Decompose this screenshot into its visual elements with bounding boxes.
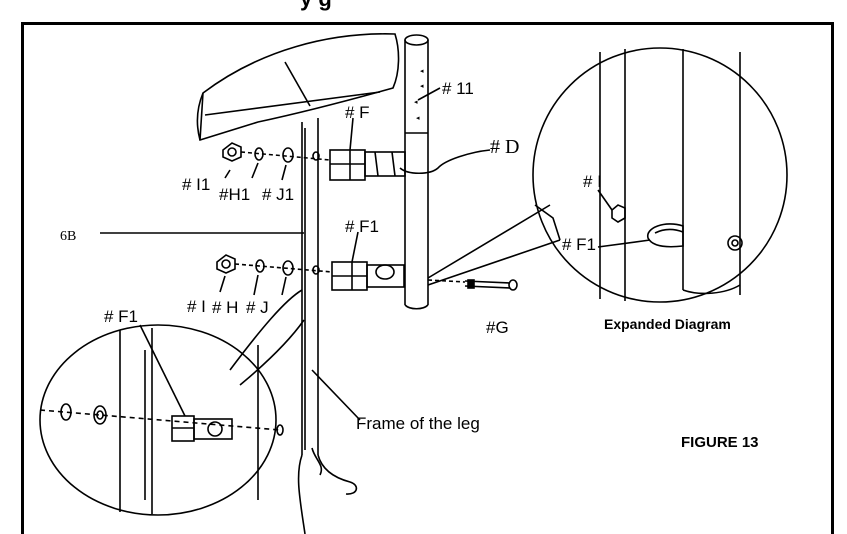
label-f1: # F1 <box>345 217 379 236</box>
svg-text:◂: ◂ <box>420 83 424 90</box>
lower-hardware <box>216 254 333 276</box>
bolt-g <box>427 279 518 291</box>
label-6b: 6B <box>60 229 76 244</box>
leg-frame <box>297 118 358 534</box>
label-f1-inset: # F1 <box>104 307 138 326</box>
upper-hardware <box>222 142 331 163</box>
clamp-f1 <box>331 261 405 291</box>
label-f: # F <box>345 103 370 122</box>
expanded-diagram-caption: Expanded Diagram <box>604 316 731 332</box>
seat-shape <box>196 33 400 142</box>
strap-d <box>399 149 491 175</box>
label-h: # H <box>212 298 238 317</box>
clamp-f <box>329 149 406 181</box>
label-i: # I <box>187 297 206 316</box>
label-h1: #H1 <box>219 185 250 204</box>
label-d: # D <box>490 136 519 158</box>
label-expanded-i: # I <box>583 172 602 191</box>
cut-off-title: y g <box>300 0 332 12</box>
label-frame-leg: Frame of the leg <box>356 414 480 433</box>
inset-detail <box>39 289 305 516</box>
svg-text:◂: ◂ <box>416 115 420 122</box>
svg-text:◂: ◂ <box>414 99 418 106</box>
label-j1: # J1 <box>262 185 294 204</box>
label-j: # J <box>246 298 269 317</box>
label-11: # 11 <box>442 79 474 98</box>
figure-caption: FIGURE 13 <box>681 434 759 451</box>
label-i1: # I1 <box>182 175 210 194</box>
figure-border <box>21 22 834 534</box>
label-expanded-f1: # F1 <box>562 235 596 254</box>
svg-text:◂: ◂ <box>420 68 424 75</box>
label-g: #G <box>486 318 509 337</box>
expanded-detail <box>532 47 788 303</box>
